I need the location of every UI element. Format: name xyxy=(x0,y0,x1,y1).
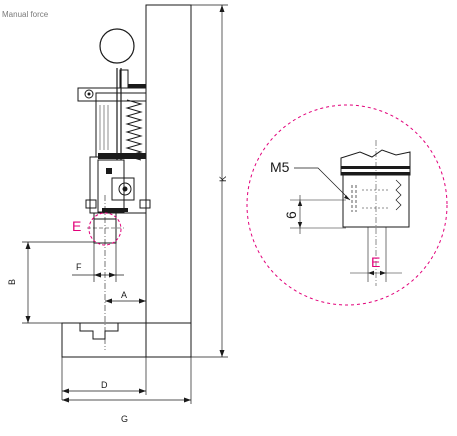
t-slot xyxy=(79,323,119,340)
dim-label-d: D xyxy=(101,380,108,390)
caption: Manual force xyxy=(2,10,49,19)
dim-label-a: A xyxy=(121,290,127,300)
clamp-block xyxy=(77,87,147,102)
dimension-arrows xyxy=(25,5,225,403)
spring xyxy=(125,99,143,161)
dimension-lines xyxy=(22,4,228,404)
dim-label-g: G xyxy=(121,414,128,424)
pivot xyxy=(118,182,132,196)
dim-label-f: F xyxy=(76,262,82,272)
press-column xyxy=(145,4,192,358)
press-dark-parts xyxy=(87,84,146,212)
dim-label-b: B xyxy=(7,279,17,285)
press-outline xyxy=(61,4,192,358)
detail-e-view: M5 6 E xyxy=(246,104,448,306)
clamp-screw xyxy=(84,89,94,99)
detail-thread-label: M5 xyxy=(270,159,290,175)
detail-e-circle xyxy=(246,104,448,306)
detail-e-callout-circle xyxy=(88,212,122,246)
base-plate xyxy=(61,322,192,358)
detail-depth-label: 6 xyxy=(283,211,299,219)
detail-e-label: E xyxy=(371,254,380,270)
lever-stop xyxy=(119,69,129,89)
lever-knob xyxy=(99,28,135,64)
detail-top-part xyxy=(340,149,411,167)
detail-callout-label: E xyxy=(72,218,81,234)
dim-label-k: K xyxy=(218,176,228,182)
